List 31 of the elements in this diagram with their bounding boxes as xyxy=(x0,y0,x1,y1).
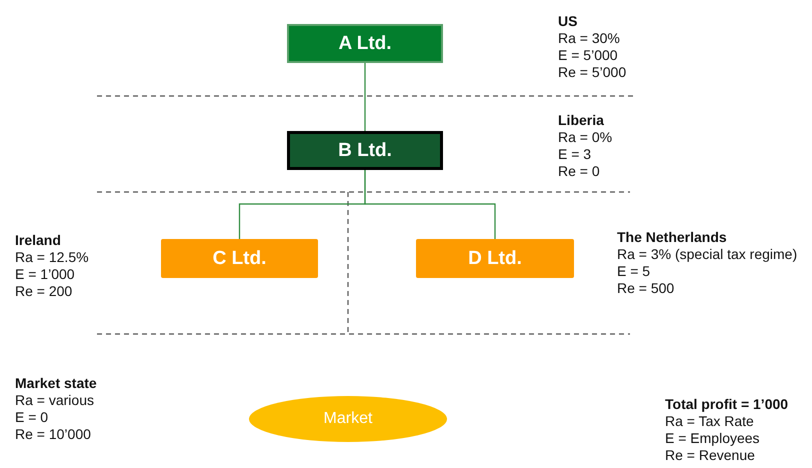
company-box: D Ltd. xyxy=(416,239,574,278)
company-box: C Ltd. xyxy=(161,239,318,278)
region-heading: Total profit = 1’000 xyxy=(665,396,788,413)
region-heading: Ireland xyxy=(15,232,61,249)
region-heading: Market state xyxy=(15,375,97,392)
connector-line xyxy=(364,170,496,239)
tax-figure: Re = 200 xyxy=(15,283,72,300)
tax-figure: E = 5’000 xyxy=(558,47,618,64)
tax-figure: Ra = 0% xyxy=(558,129,612,146)
region-heading: The Netherlands xyxy=(617,229,727,246)
tax-figure: Re = 5’000 xyxy=(558,64,626,81)
tax-figure: Re = 500 xyxy=(617,280,674,297)
tax-figure: Ra = 12.5% xyxy=(15,249,89,266)
tax-figure: Ra = 30% xyxy=(558,30,620,47)
region-heading: US xyxy=(558,13,578,30)
connector-line xyxy=(364,63,366,131)
tax-figure: Re = 10’000 xyxy=(15,426,91,443)
tax-figure: Ra = Tax Rate xyxy=(665,413,754,430)
tax-figure: E = Employees xyxy=(665,430,760,447)
tax-figure: E = 1’000 xyxy=(15,266,75,283)
tax-figure: Re = Revenue xyxy=(665,447,755,464)
tax-figure: E = 3 xyxy=(558,146,592,163)
market-ellipse: Market xyxy=(249,396,447,442)
tax-figure: E = 5 xyxy=(617,263,650,280)
tax-figure: Re = 0 xyxy=(558,163,600,180)
tax-figure: Ra = various xyxy=(15,392,94,409)
tax-figure: E = 0 xyxy=(15,409,48,426)
tax-figure: Ra = 3% (special tax regime) xyxy=(617,246,798,263)
company-box: B Ltd. xyxy=(287,131,443,170)
region-heading: Liberia xyxy=(558,112,604,129)
company-box: A Ltd. xyxy=(287,24,443,63)
